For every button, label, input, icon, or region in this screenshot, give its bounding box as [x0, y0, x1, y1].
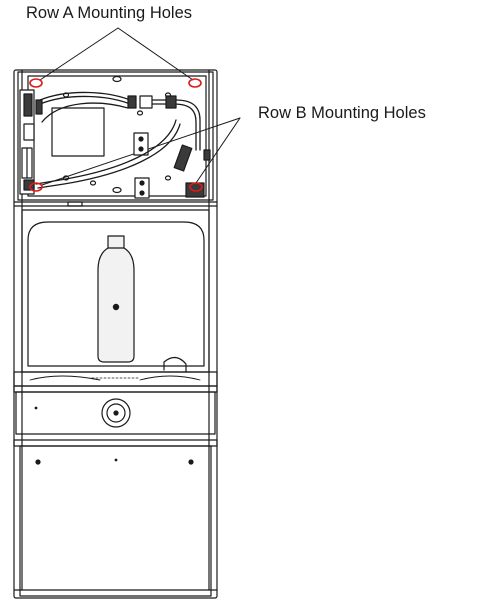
left-control-assembly: [19, 89, 43, 195]
bottle-filler-spout: [163, 356, 187, 373]
plate-divider: [13, 201, 218, 207]
mounting-plate: [17, 71, 214, 201]
row-a-hole-left: [29, 78, 43, 88]
row-a-leader-lines: [39, 27, 194, 81]
basin-ledge: [13, 371, 218, 393]
row-a-mounting-holes-label: Row A Mounting Holes: [26, 4, 193, 22]
row-a-hole-right: [188, 78, 202, 88]
row-b-mounting-holes: [29, 182, 203, 192]
row-a-mounting-holes: [29, 78, 202, 88]
row-b-hole-right: [189, 182, 203, 192]
row-b-mounting-holes-label: Row B Mounting Holes: [258, 104, 426, 122]
bottle-graphic: [97, 235, 135, 363]
fountain-panel: [15, 391, 216, 435]
row-b-hole-left: [29, 182, 43, 192]
push-button: [101, 398, 131, 428]
tube-connectors: [127, 95, 211, 198]
lower-skirt: [13, 439, 218, 597]
